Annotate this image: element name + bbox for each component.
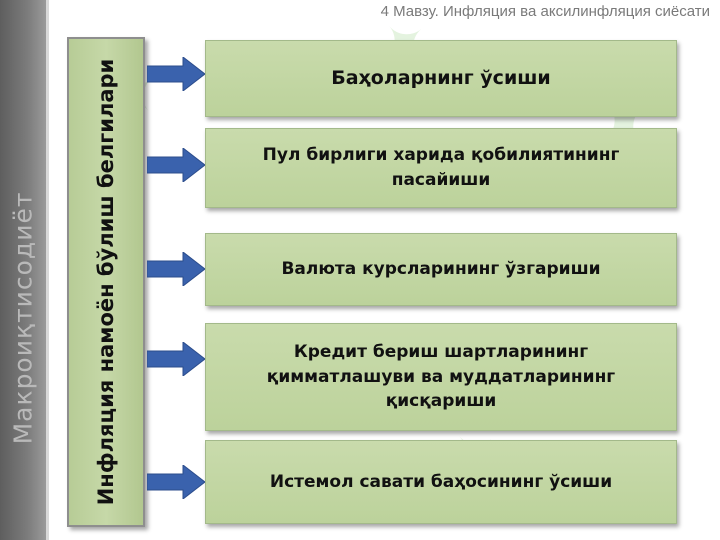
arrow-right-icon xyxy=(147,57,205,91)
indicator-box: Валюта курсларининг ўзгариши xyxy=(205,233,677,306)
indicator-label: Кредит бериш шартларининг қимматлашуви в… xyxy=(266,342,616,412)
indicator-label: Пул бирлиги харида қобилиятининг пасайиш… xyxy=(262,145,620,190)
arrow-right-icon xyxy=(147,148,205,182)
indicator-box: Баҳоларнинг ўсиши xyxy=(205,40,677,117)
arrow-right-icon xyxy=(147,465,205,499)
side-strip-rule xyxy=(46,0,49,540)
side-strip xyxy=(0,0,46,540)
indicator-box: Истемол савати баҳосининг ўсиши xyxy=(205,440,677,524)
arrow-right-icon xyxy=(147,252,205,286)
side-title: Макроиқтисодиёт xyxy=(8,191,38,445)
indicator-label: Баҳоларнинг ўсиши xyxy=(331,66,551,89)
indicator-box: Пул бирлиги харида қобилиятининг пасайиш… xyxy=(205,128,677,208)
category-label: Инфляция намоён бўлиш белгилари xyxy=(94,58,118,506)
indicator-box: Кредит бериш шартларининг қимматлашуви в… xyxy=(205,323,677,431)
indicator-label: Валюта курсларининг ўзгариши xyxy=(281,259,601,280)
indicator-label: Истемол савати баҳосининг ўсиши xyxy=(269,471,613,492)
arrow-right-icon xyxy=(147,342,205,376)
category-bar xyxy=(67,37,145,527)
slide-header: 4 Мавзу. Инфляция ва аксилинфляция сиёса… xyxy=(380,3,710,20)
